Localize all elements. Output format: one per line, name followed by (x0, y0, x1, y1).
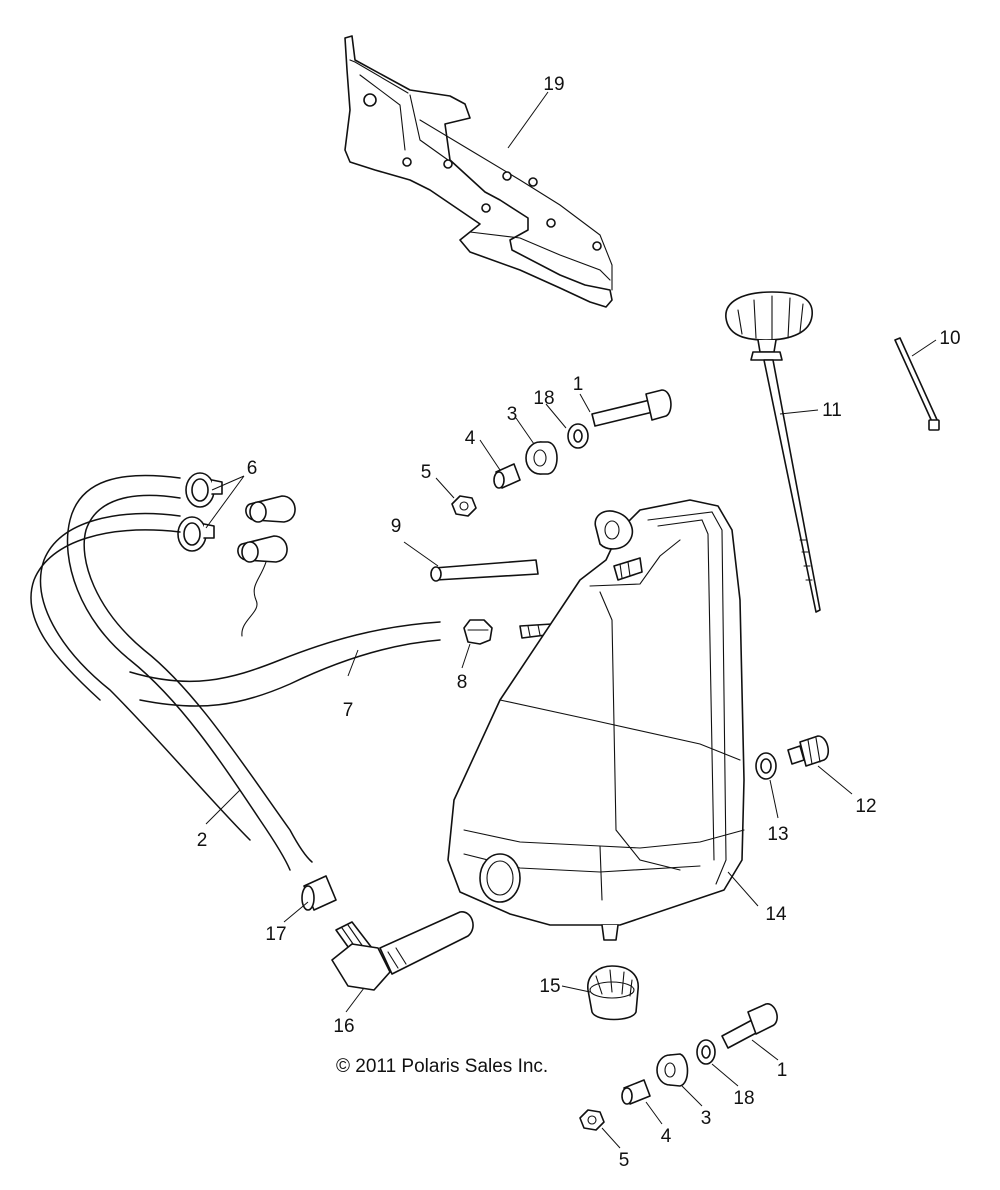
callout-6: 6 (247, 458, 258, 479)
leader-lines (205, 91, 937, 1149)
callout-5-lower: 5 (619, 1150, 630, 1171)
lower-bolt (721, 1003, 778, 1049)
vent-hose (30, 474, 313, 871)
mounting-bracket (344, 35, 613, 308)
callout-8: 8 (457, 672, 468, 693)
upper-bolt (591, 389, 672, 427)
callout-18-upper: 18 (533, 388, 554, 409)
callout-12: 12 (855, 796, 876, 817)
callout-1-lower: 1 (777, 1060, 788, 1081)
oil-tank (447, 499, 745, 941)
drain-grommet (587, 965, 639, 1021)
callout-4-lower: 4 (661, 1126, 672, 1147)
callout-15: 15 (539, 976, 560, 997)
callout-18-lower: 18 (733, 1088, 754, 1109)
callout-14: 14 (765, 904, 787, 925)
cable-tie (894, 337, 940, 431)
callout-labels: 19 10 11 1 18 3 4 5 6 9 8 7 2 12 13 14 1… (197, 74, 961, 1171)
dipstick (725, 291, 821, 613)
callout-11: 11 (822, 400, 842, 421)
copyright-notice: © 2011 Polaris Sales Inc. (336, 1056, 548, 1077)
drain-washer (755, 752, 777, 780)
callout-19: 19 (543, 74, 564, 95)
upper-nut (451, 495, 477, 517)
drain-plug (787, 735, 830, 767)
callout-3-lower: 3 (701, 1108, 712, 1129)
elbow-fitting (331, 911, 474, 991)
upper-spacer (493, 463, 521, 489)
lower-washer (696, 1039, 716, 1065)
upper-washer (567, 423, 589, 449)
callout-17: 17 (265, 924, 286, 945)
lower-nut (579, 1109, 605, 1131)
callout-7: 7 (343, 700, 354, 721)
lower-grommet (656, 1053, 689, 1087)
callout-16: 16 (333, 1016, 354, 1037)
callout-1-upper: 1 (573, 374, 584, 395)
callout-5-upper: 5 (421, 462, 432, 483)
callout-4-upper: 4 (465, 428, 476, 449)
breather-caps (237, 495, 296, 637)
upper-grommet (525, 441, 558, 475)
hose-sleeve (301, 875, 337, 911)
callout-2: 2 (197, 830, 208, 851)
hose-clamps (177, 472, 223, 552)
callout-3-upper: 3 (507, 404, 518, 425)
tank-fitting-hose (430, 559, 539, 582)
lower-spacer (621, 1079, 651, 1105)
callout-10: 10 (939, 328, 960, 349)
callout-13: 13 (767, 824, 788, 845)
overflow-hose (129, 621, 441, 707)
callout-9: 9 (391, 516, 402, 537)
